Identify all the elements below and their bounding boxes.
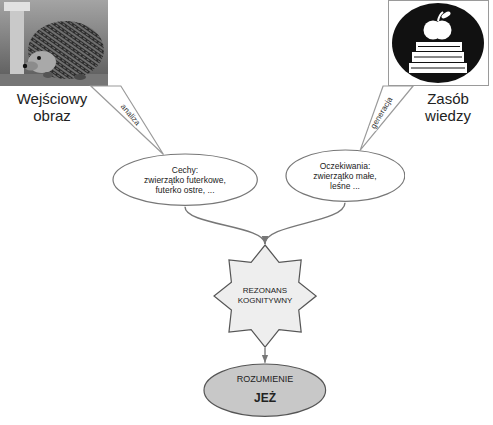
ellipse-text: ROZUMIENIE xyxy=(225,374,305,385)
ellipse-text: JEŻ xyxy=(225,391,305,405)
arrow-label: analiza xyxy=(118,102,142,128)
ellipse-text: zwierzątko futerkowe, futerko ostre, ... xyxy=(137,175,233,195)
ellipse-shape xyxy=(286,150,405,201)
ellipse-outline xyxy=(203,363,327,417)
image-caption: Zasób wiedzy xyxy=(416,90,480,125)
star-shape xyxy=(214,245,316,347)
flow-arrow xyxy=(265,203,345,244)
star-text: REZONANS KOGNITYWNY xyxy=(234,286,296,305)
text-block: Oczekiwania:zwierzątko małe, leśne ... xyxy=(306,161,384,192)
expectations-ellipse: Oczekiwania:zwierzątko małe, leśne ... xyxy=(285,149,406,202)
arrow-label: generacja xyxy=(369,95,395,131)
ellipse-text: Oczekiwania: xyxy=(306,161,384,171)
text-block: Wejściowy obraz xyxy=(10,90,94,125)
text-block: Cechy:zwierzątko futerkowe, futerko ostr… xyxy=(137,165,233,196)
hollow-arrow xyxy=(91,86,164,154)
understanding-ellipse: ROZUMIENIE JEŻ xyxy=(203,363,327,417)
hollow-arrow xyxy=(360,86,413,150)
ellipse-text: zwierzątko małe, leśne ... xyxy=(306,171,384,191)
hedgehog-photo xyxy=(0,0,108,86)
text-block: REZONANS KOGNITYWNY xyxy=(234,286,296,305)
flow-arrow xyxy=(264,348,265,363)
knowledge-base: Zasób wiedzy xyxy=(388,0,489,86)
ellipse-shape xyxy=(204,364,326,416)
flow-arrow xyxy=(185,207,265,244)
ellipse-text: Cechy: xyxy=(137,165,233,175)
resonance-star: REZONANS KOGNITYWNY xyxy=(213,244,317,348)
ellipse-shape xyxy=(113,154,257,205)
text-block: ROZUMIENIE JEŻ xyxy=(225,374,305,405)
features-ellipse: Cechy:zwierzątko futerkowe, futerko ostr… xyxy=(112,153,258,206)
knowledge-icon xyxy=(389,1,489,86)
text-block: Zasób wiedzy xyxy=(416,90,480,125)
input-image: Wejściowy obraz xyxy=(0,0,108,86)
image-caption: Wejściowy obraz xyxy=(10,90,94,125)
